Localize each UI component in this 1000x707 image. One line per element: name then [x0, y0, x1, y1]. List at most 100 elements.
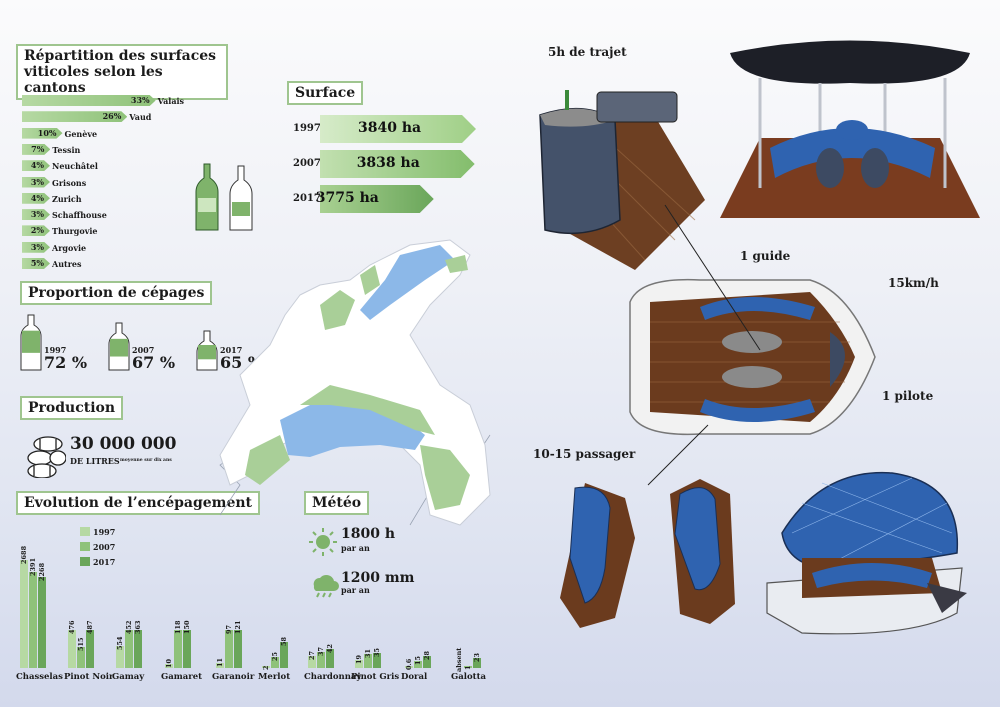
pilot-label: 1 pilote [882, 389, 934, 403]
chart-category-label: Gamay [112, 672, 145, 682]
chart-bar-label: 487 [86, 620, 94, 635]
chart-bar [308, 656, 316, 668]
cepage-pct: 67 % [132, 353, 176, 372]
chart-bar-label: absent [455, 647, 463, 672]
chart-bar-label: 42 [326, 644, 334, 654]
canton-bar [22, 177, 50, 188]
canton-bar [22, 242, 50, 253]
production-title: Production [20, 396, 124, 420]
chart-bar [86, 630, 94, 668]
chart-bar [68, 630, 76, 668]
seat-sketch-2-image [670, 479, 735, 624]
canton-bar [22, 193, 50, 204]
chart-category-label: Garanoir [212, 672, 255, 682]
canton-name: Valais [157, 96, 185, 106]
sun-value: 1800 h [341, 526, 396, 542]
canton-pct: 3% [30, 209, 44, 220]
canton-bar [22, 160, 50, 171]
canton-pct: 5% [30, 258, 44, 268]
canton-name: Tessin [52, 144, 81, 155]
cepage-bottle-icon [20, 314, 42, 371]
cepage-year: 2007 [132, 345, 155, 355]
trip-duration-label: 5h de trajet [548, 45, 627, 59]
chart-bar-label: 23 [473, 652, 481, 662]
chart-bar [317, 651, 325, 668]
chart-bar-label: 58 [280, 637, 288, 647]
surface-value: 3775 ha [315, 190, 379, 206]
chart-bar [183, 630, 191, 668]
wine-bottles-icon [195, 163, 253, 231]
canton-name: Vaud [129, 112, 152, 123]
chart-bar [77, 647, 85, 668]
chart-bar [414, 661, 422, 668]
canton-pct: 10% [37, 127, 57, 138]
canton-name: Autres [52, 259, 82, 269]
chart-bar [280, 642, 288, 668]
production-amount: 30 000 000 [70, 434, 177, 454]
canton-bar [22, 258, 50, 269]
vaud-map [219, 239, 491, 526]
chart-bar-label: 515 [77, 637, 85, 652]
legend-swatch [80, 542, 90, 551]
legend-label: 1997 [93, 527, 116, 537]
chart-bar [373, 652, 381, 668]
chart-bar [473, 657, 481, 668]
sun-icon [309, 528, 337, 556]
passengers-label: 10-15 passager [533, 447, 636, 461]
chart-bar [225, 630, 233, 668]
rain-cloud-icon [313, 574, 339, 598]
boat-top-view-image [629, 278, 876, 436]
legend-label: 2017 [93, 557, 116, 567]
canton-pct: 2% [30, 225, 44, 236]
chart-bar-label: 452 [125, 620, 133, 635]
surface-arrow [320, 185, 434, 213]
chart-bar [134, 630, 142, 668]
canton-pct: 4% [30, 160, 44, 171]
chart-bar [174, 630, 182, 668]
canton-name: Argovie [52, 242, 87, 253]
chart-bar-label: 35 [373, 647, 381, 657]
chart-bar-label: 97 [225, 625, 233, 635]
canton-bar [22, 144, 50, 155]
chart-bar-label: 0.6 [405, 658, 413, 670]
chart-bar [464, 666, 472, 668]
sun-unit: par an [341, 543, 370, 553]
canton-pct: 26% [102, 111, 122, 122]
chart-bar-label: 10 [165, 658, 173, 668]
domed-boat-image [766, 471, 967, 635]
canton-name: Schaffhouse [52, 210, 107, 221]
canton-bar [22, 95, 156, 106]
surface-arrow [320, 115, 476, 143]
chart-bar [364, 654, 372, 668]
chart-category-label: Doral [401, 672, 428, 682]
canton-bar [22, 225, 50, 236]
canton-pct: 4% [30, 192, 44, 203]
chart-bar [116, 645, 124, 668]
canton-name: Thurgovie [52, 226, 98, 237]
legend-swatch [80, 557, 90, 566]
chart-bar-label: 11 [216, 658, 224, 668]
cepages-title: Proportion de cépages [20, 281, 213, 305]
chart-bar [29, 571, 37, 668]
surface-value: 3840 ha [358, 120, 422, 136]
guide-label: 1 guide [740, 249, 791, 263]
surface-value: 3838 ha [356, 155, 420, 171]
cepage-bottle-icon [108, 322, 130, 371]
chart-bar [38, 576, 46, 668]
cepage-year: 1997 [44, 345, 67, 355]
chart-bar [20, 560, 28, 668]
canton-pct: 3% [30, 176, 44, 187]
canton-pct: 33% [130, 95, 150, 105]
surface-arrow [320, 150, 475, 178]
chart-bar-label: 25 [271, 651, 279, 661]
chart-bar [355, 659, 363, 668]
chart-bar-label: 2391 [29, 557, 37, 576]
pointer-lines [647, 204, 761, 486]
meteo-title: Météo [304, 491, 370, 515]
surface-year: 2007 [293, 158, 321, 169]
chart-bar-label: 2 [262, 665, 270, 670]
chart-bar [405, 666, 413, 668]
canton-bar [22, 128, 63, 139]
canton-bar [22, 111, 127, 122]
canton-name: Zurich [52, 193, 82, 204]
